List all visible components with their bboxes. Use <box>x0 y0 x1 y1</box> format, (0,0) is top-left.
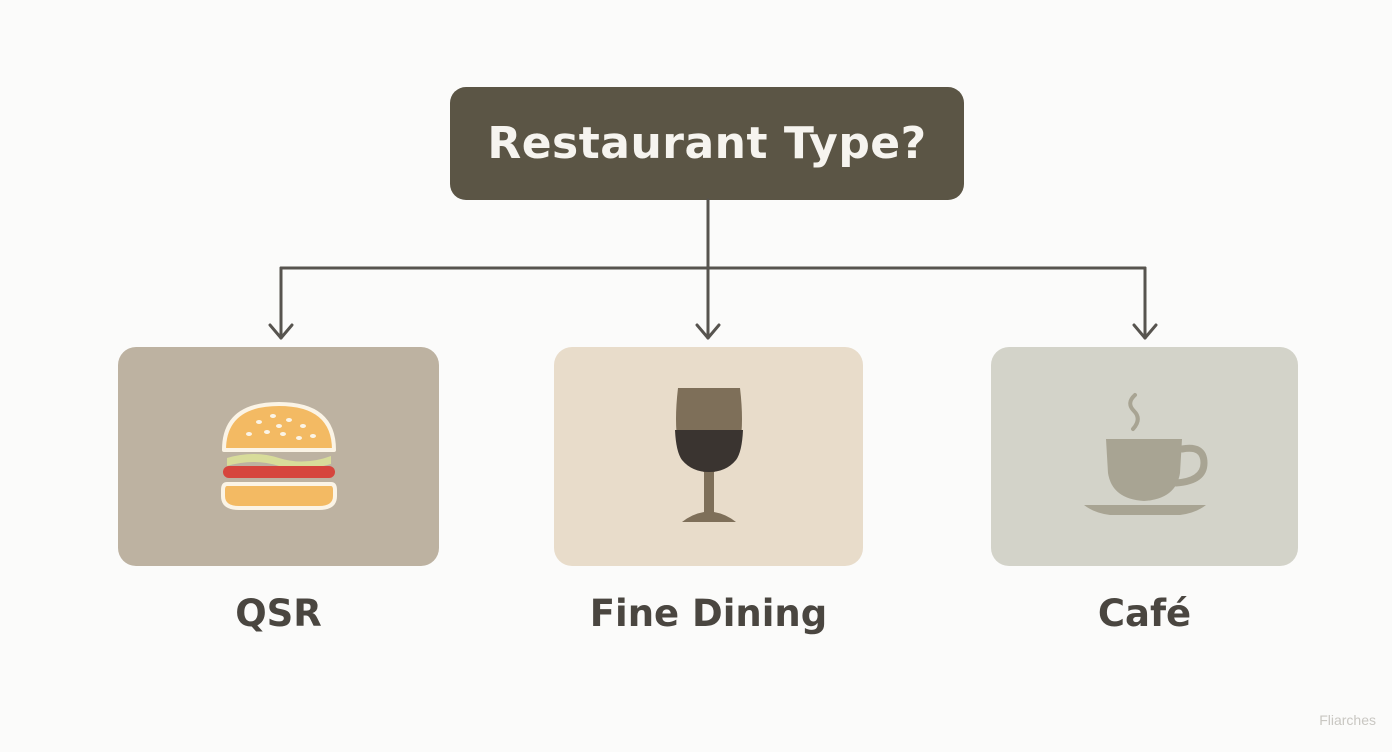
arrowhead-right <box>1132 323 1158 340</box>
option-card-fine-dining <box>554 347 863 566</box>
option-card-cafe <box>991 347 1298 566</box>
arrowhead-center <box>695 323 721 340</box>
option-card-qsr <box>118 347 439 566</box>
option-label-cafe: Café <box>1097 592 1192 635</box>
option-label-fine-dining: Fine Dining <box>589 592 828 635</box>
wine-glass-icon <box>674 387 743 522</box>
arrowhead-left <box>268 323 294 340</box>
watermark: Fliarches <box>1319 712 1376 728</box>
option-label-qsr: QSR <box>235 592 322 635</box>
burger-icon <box>220 401 337 510</box>
root-decision-label: Restaurant Type? <box>487 118 927 169</box>
root-decision-node: Restaurant Type? <box>450 87 964 200</box>
coffee-cup-icon <box>1083 392 1208 515</box>
